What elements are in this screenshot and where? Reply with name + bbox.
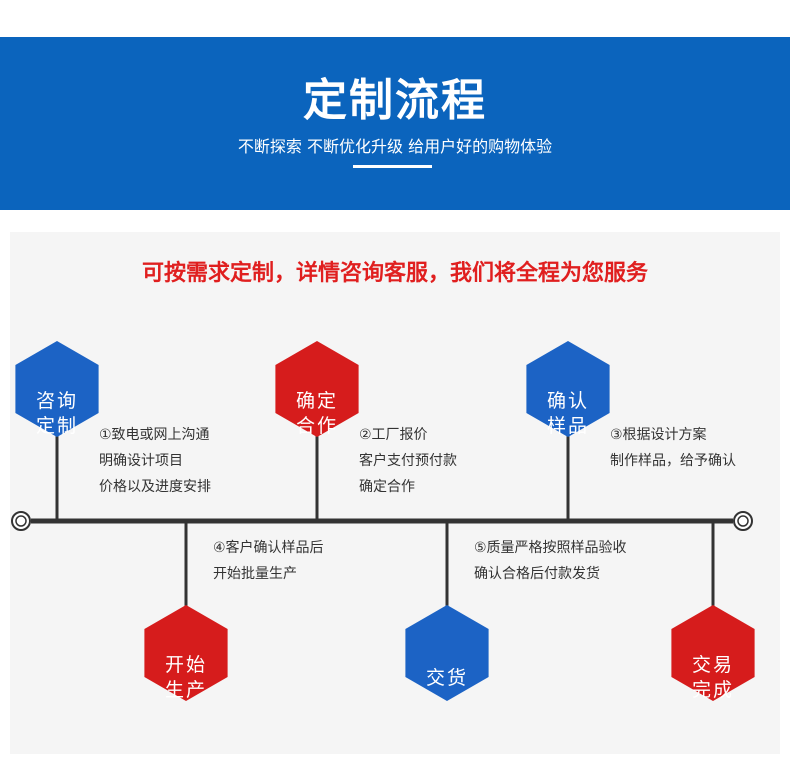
timeline-left-end-inner <box>15 515 27 527</box>
step-delivery-hexagon <box>405 605 489 701</box>
step-confirm-sample-label: 确认样品 <box>546 390 589 437</box>
header-banner: 定制流程 不断探索 不断优化升级 给用户好的购物体验 <box>0 37 790 210</box>
step-start-production-hexagon <box>144 605 228 701</box>
timeline-right-end-inner <box>737 515 749 527</box>
banner-subtitle: 不断探索 不断优化升级 给用户好的购物体验 <box>237 137 553 156</box>
process-panel <box>10 232 780 754</box>
timeline-left-end <box>11 511 31 531</box>
step-deal-complete-hexagon <box>671 605 755 701</box>
step-delivery-description: ⑤质量严格按照样品验收 确认合格后付款发货 <box>474 540 627 582</box>
step-start-production-description: ④客户确认样品后 开始批量生产 <box>213 540 324 582</box>
step-delivery-label: 交货 <box>425 667 468 689</box>
step-deal-complete-label: 交易完成 <box>691 654 734 701</box>
banner-underline <box>353 165 432 168</box>
service-headline: 可按需求定制，详情咨询客服，我们将全程为您服务 <box>141 261 648 286</box>
banner-title: 定制流程 <box>303 75 487 126</box>
timeline-right-end <box>733 511 753 531</box>
step-consult-label: 咨询定制 <box>35 390 78 437</box>
step-consult-hexagon <box>15 341 99 437</box>
step-start-production-label: 开始生产 <box>164 654 207 701</box>
step-confirm-sample-hexagon <box>526 341 610 437</box>
step-consult-description: ①致电或网上沟通 明确设计项目 价格以及进度安排 <box>99 427 211 495</box>
step-confirm-sample-description: ③根据设计方案 制作样品，给予确认 <box>610 427 736 469</box>
step-confirm-cooperation-label: 确定合作 <box>295 390 338 437</box>
step-confirm-cooperation-description: ②工厂报价 客户支付预付款 确定合作 <box>359 427 457 495</box>
step-confirm-cooperation-hexagon <box>275 341 359 437</box>
